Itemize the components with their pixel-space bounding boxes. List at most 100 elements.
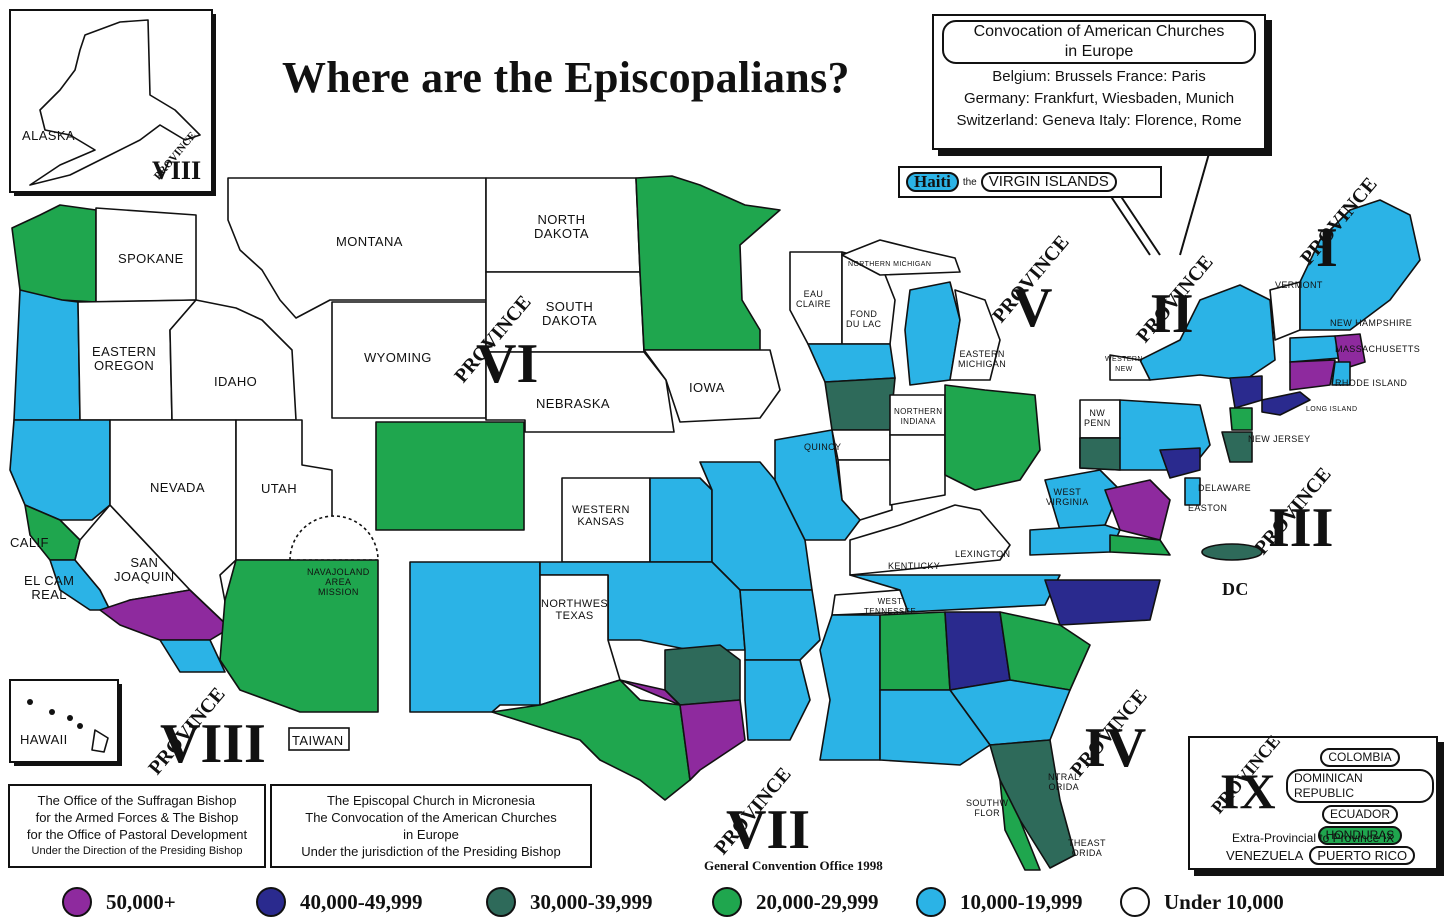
region-eastern-michigan (949, 289, 1001, 381)
country-puerto-rico: PUERTO RICO (1309, 846, 1416, 865)
label-northern-michigan: NORTHERN MICHIGAN (848, 261, 932, 268)
region-pittsburgh (1079, 437, 1121, 471)
region-arkansas (739, 589, 821, 661)
legend-label: 40,000-49,999 (300, 889, 423, 914)
europe-box-title: Convocation of American Churches in Euro… (942, 20, 1256, 64)
region-delaware (1184, 477, 1201, 506)
label-the: the (962, 176, 977, 188)
label-rhode-island: RHODE ISLAND (1335, 378, 1408, 388)
label-montana: MONTANA (336, 234, 403, 249)
label-west-virginia: WEST VIRGINIA (1046, 487, 1089, 507)
province-vi: VI (476, 333, 539, 395)
suffragan-line-4: Under the Direction of the Presiding Bis… (31, 845, 243, 857)
label-california: CALIF (10, 535, 49, 550)
region-chicago (824, 377, 896, 431)
region-newark (1229, 375, 1263, 409)
legend-item-30000: 30,000-39,999 (486, 886, 653, 918)
legend-swatch (1120, 887, 1150, 917)
label-easton: EASTON (1188, 503, 1228, 513)
micronesia-box: The Episcopal Church in Micronesia The C… (270, 784, 592, 868)
europe-convocation-box: Convocation of American Churches in Euro… (932, 14, 1266, 150)
label-virgin-islands: VIRGIN ISLANDS (980, 172, 1117, 192)
label-lexington: LEXINGTON (955, 549, 1011, 559)
micronesia-line-2: The Convocation of the American Churches (305, 810, 557, 825)
country-ecuador: ECUADOR (1321, 805, 1398, 824)
region-northwest-texas (539, 574, 621, 706)
region-rhode-island (1331, 361, 1351, 386)
haiti-virgin-islands-box: Haiti the VIRGIN ISLANDS (898, 166, 1162, 198)
label-haiti: Haiti (906, 172, 959, 192)
label-quincy: QUINCY (804, 442, 842, 452)
label-southwest-florida: SOUTHW FLOR (966, 798, 1009, 818)
region-new-jersey (1221, 431, 1253, 463)
label-southeast-florida: THEAST ORIDA (1068, 838, 1106, 858)
label-vermont: VERMONT (1275, 280, 1323, 290)
label-northwest-texas: NORTHWES TEXAS (541, 598, 609, 622)
region-southern-virginia (1109, 534, 1171, 556)
province-ix: IX (1220, 763, 1276, 819)
region-massachusetts (1334, 333, 1366, 371)
label-utah: UTAH (261, 481, 298, 496)
label-nebraska: NEBRASKA (536, 396, 611, 411)
label-long-island: LONG ISLAND (1306, 406, 1358, 413)
province-ix-box: PROVINCE IX COLOMBIA DOMINICAN REPUBLIC … (1188, 731, 1438, 870)
label-south-dakota: SOUTH DAKOTA (542, 299, 597, 328)
label-nevada: NEVADA (150, 480, 205, 495)
region-los-angeles (99, 589, 231, 641)
region-dallas (664, 644, 741, 706)
label-el-camino-real: EL CAM REAL (24, 573, 75, 602)
suffragan-line-1: The Office of the Suffragan Bishop (37, 793, 237, 808)
label-navajoland: NAVAJOLAND AREA MISSION (307, 567, 370, 597)
legend-label: 20,000-29,999 (756, 889, 879, 914)
province-iii: III (1268, 497, 1334, 559)
label-western-new-york: WESTERN NEW (1105, 356, 1143, 373)
legend-swatch (712, 887, 742, 917)
region-kentucky (849, 504, 1011, 576)
region-milwaukee (807, 343, 896, 383)
label-hawaii: HAWAII (20, 732, 68, 747)
europe-callout-line-a (1109, 194, 1151, 256)
legend-label: 30,000-39,999 (530, 889, 653, 914)
region-idaho (169, 299, 297, 421)
legend-item-50000-plus: 50,000+ (62, 886, 176, 918)
micronesia-line-4: Under the jurisdiction of the Presiding … (301, 844, 561, 859)
country-venezuela: VENEZUELA (1226, 848, 1304, 863)
region-atlanta (944, 611, 1011, 691)
region-mississippi (819, 614, 881, 761)
label-massachusetts: MASSACHUSETTS (1335, 344, 1421, 354)
suffragan-bishop-box: The Office of the Suffragan Bishop for t… (8, 784, 266, 868)
province-ii: II (1150, 283, 1194, 345)
hawaii-island-molokai (67, 715, 73, 721)
extra-provincial-label: Extra-Provincial to Province IX (1231, 831, 1395, 845)
legend-swatch (916, 887, 946, 917)
region-long-island (1261, 391, 1311, 416)
micronesia-line-3: in Europe (403, 827, 459, 842)
legend-item-20000: 20,000-29,999 (712, 886, 879, 918)
label-new-hampshire: NEW HAMPSHIRE (1330, 318, 1413, 328)
legend-item-10000: 10,000-19,999 (916, 886, 1083, 918)
region-louisiana (744, 659, 811, 741)
extra-provincial-list: VENEZUELA PUERTO RICO (1226, 846, 1416, 865)
label-spokane: SPOKANE (118, 251, 184, 266)
legend-label: 50,000+ (106, 889, 176, 914)
country-honduras: HONDURAS (1317, 826, 1403, 845)
legend-swatch (62, 887, 92, 917)
label-dc: DC (1222, 579, 1249, 599)
taiwan-box (288, 727, 350, 751)
region-northern-michigan (841, 239, 961, 276)
region-texas (619, 679, 746, 781)
province-v: V (1012, 277, 1053, 339)
province-iv: IV (1084, 717, 1147, 779)
province-vii: VII (726, 799, 811, 861)
hawaii-big-island (91, 729, 109, 753)
map-title: Where are the Episcopalians? (282, 53, 850, 102)
province-viii-alaska: VIII (152, 156, 202, 185)
region-southwest-florida (999, 779, 1041, 871)
label-taiwan: TAIWAN (292, 733, 344, 748)
label-northern-indiana: NORTHERN INDIANA (894, 407, 943, 426)
hawaii-island-kauai (27, 699, 33, 705)
region-vermont (1269, 281, 1301, 341)
suffragan-line-3: for the Office of Pastoral Development (26, 827, 248, 842)
label-west-tennessee: WEST TENNESSEE (864, 597, 917, 616)
